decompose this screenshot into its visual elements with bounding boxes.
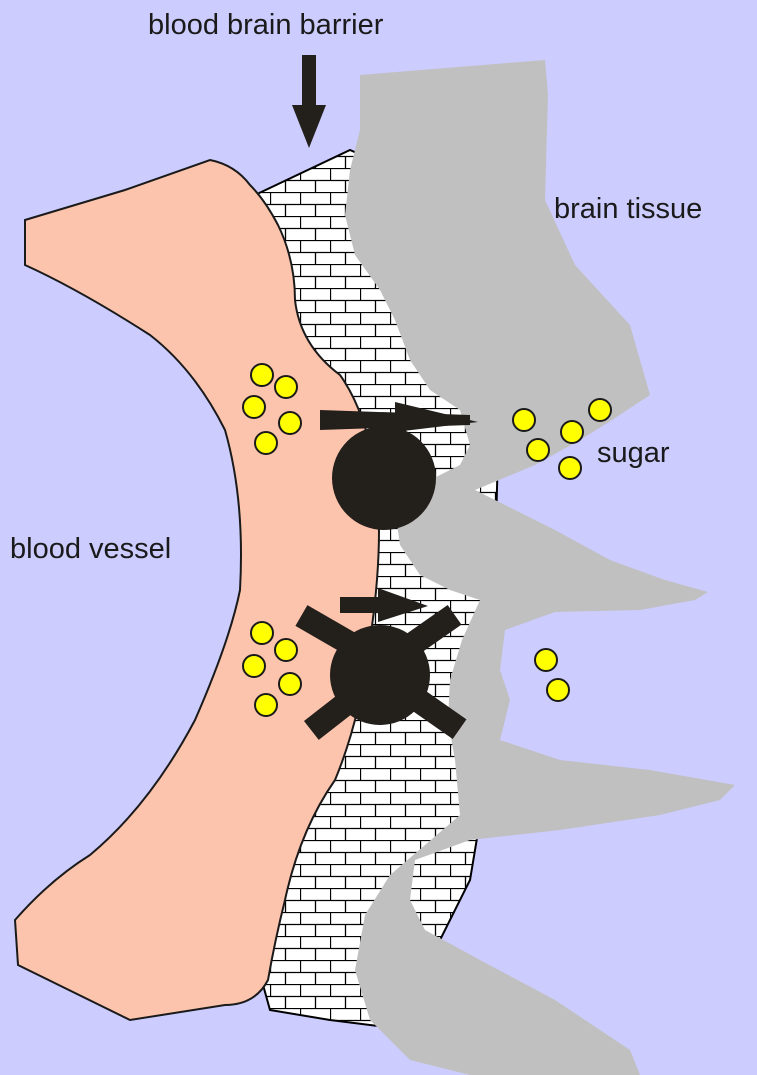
label-tissue: brain tissue <box>554 193 702 225</box>
label-vessel: blood vessel <box>10 533 171 565</box>
label-sugar: sugar <box>597 437 670 469</box>
label-barrier: blood brain barrier <box>148 9 384 41</box>
